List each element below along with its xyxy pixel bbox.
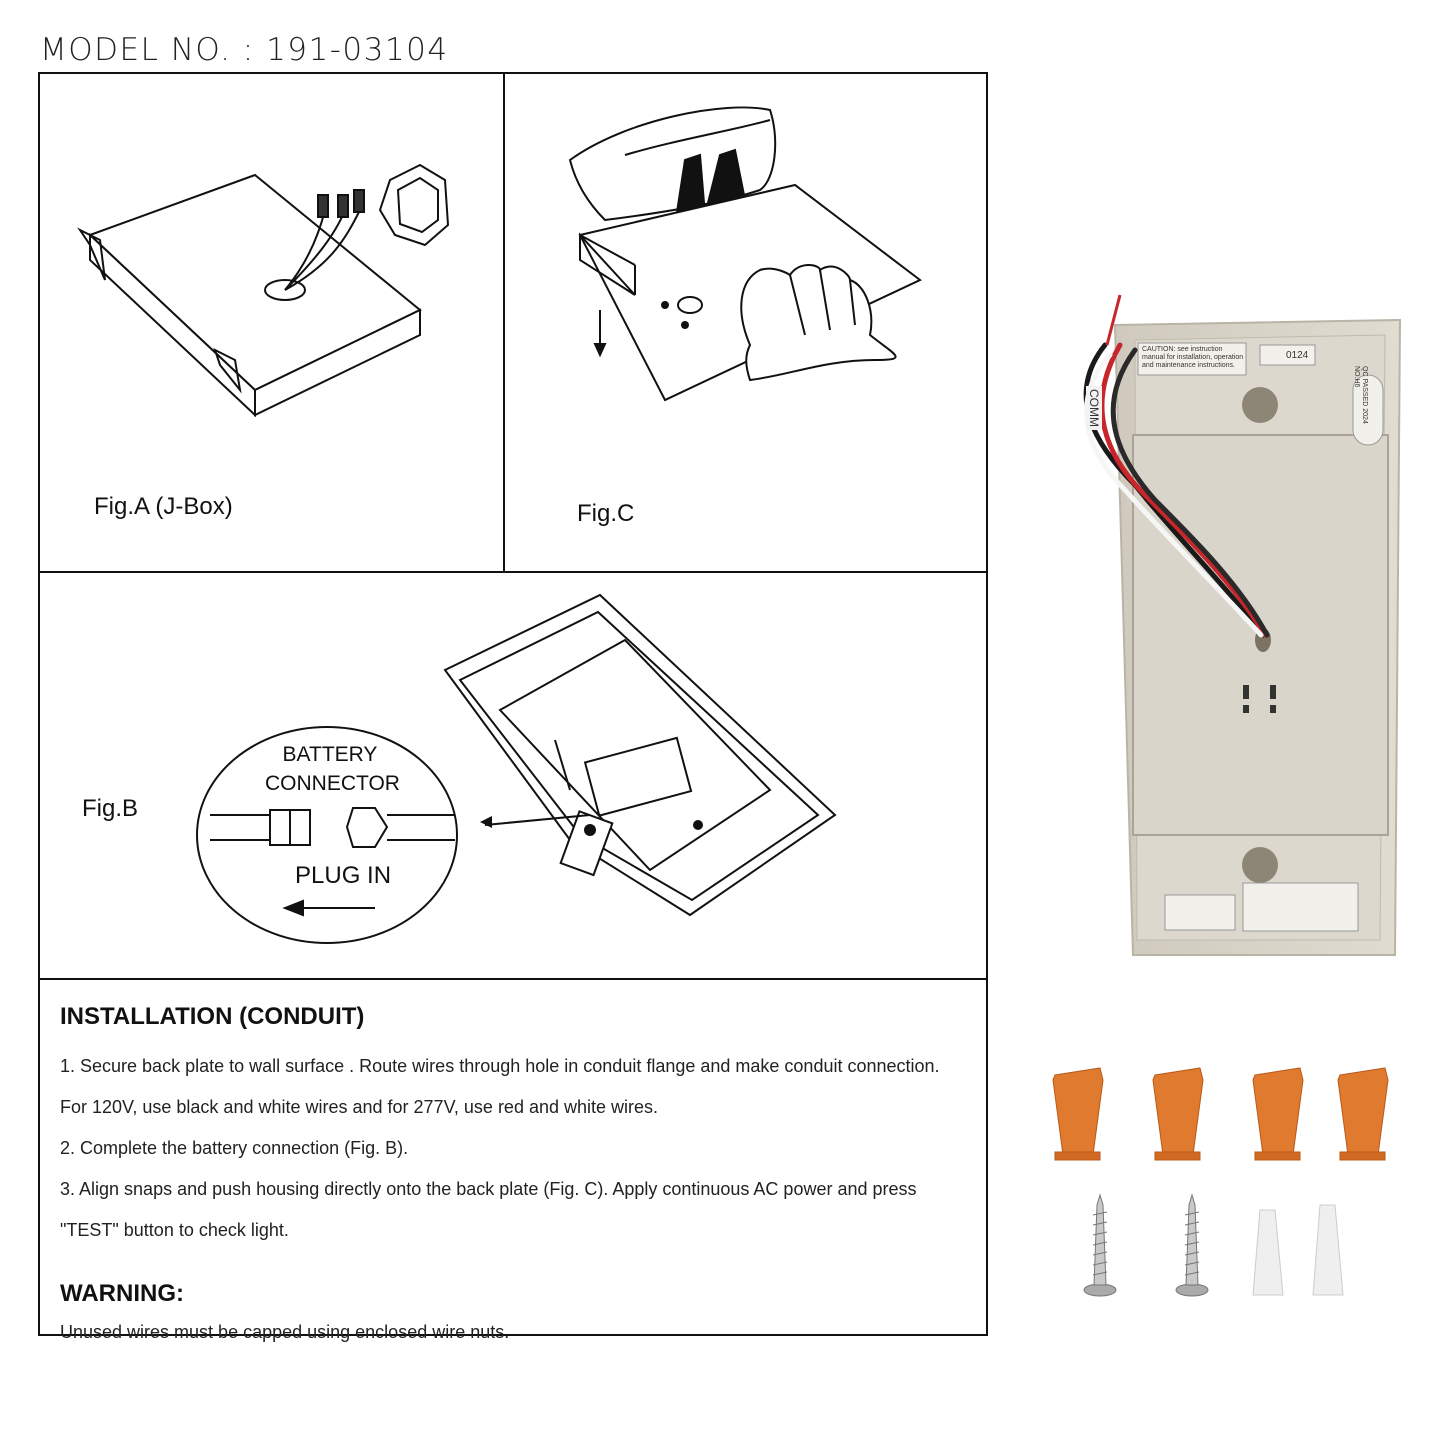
caution-label: CAUTION: see instruction manual for inst…	[1142, 346, 1244, 369]
qc-sticker: QC PASSED 2024 NO.H6	[1353, 366, 1368, 424]
fig-a-illustration	[77, 163, 450, 418]
model-number: MODEL NO. : 191-03104	[40, 32, 449, 68]
warning-text: Unused wires must be capped using enclos…	[60, 1322, 510, 1342]
product-housing-photo	[1083, 294, 1402, 956]
instruction-frame	[38, 72, 988, 1336]
battery-connector-text: BATTERY CONNECTOR	[265, 740, 400, 798]
installation-step-1: 1. Secure back plate to wall surface . R…	[60, 1056, 940, 1076]
battery-label: BATTERY	[282, 743, 378, 766]
battery-connector-callout	[196, 726, 458, 944]
wire-nuts-photo	[1052, 1067, 1389, 1161]
fig-c-label: Fig.C	[577, 500, 635, 527]
divider-middle	[38, 978, 988, 980]
installation-step-3b: "TEST" button to check light.	[60, 1220, 289, 1240]
connector-label: CONNECTOR	[265, 772, 400, 795]
fig-b-housing-illustration	[443, 593, 837, 917]
installation-heading: INSTALLATION (CONDUIT)	[60, 1003, 365, 1030]
screws-anchors-photo	[1083, 1193, 1344, 1297]
divider-vertical	[503, 72, 505, 572]
divider-top	[38, 571, 988, 573]
installation-step-3: 3. Align snaps and push housing directly…	[60, 1179, 917, 1199]
installation-step-1b: For 120V, use black and white wires and …	[60, 1097, 659, 1117]
installation-step-2: 2. Complete the battery connection (Fig.…	[60, 1138, 409, 1158]
screw-icon	[1083, 1193, 1117, 1297]
warning-heading: WARNING:	[60, 1280, 184, 1307]
fig-b-label: Fig.B	[82, 795, 139, 822]
fig-a-label: Fig.A (J-Box)	[94, 493, 233, 520]
plug-in-label: PLUG IN	[295, 862, 392, 889]
wire-nut-icon	[1052, 1067, 1104, 1161]
date-code-label: 0124	[1286, 350, 1309, 361]
fig-c-illustration	[568, 106, 922, 402]
comm-tag: COMM	[1086, 386, 1102, 430]
anchor-icon	[1252, 1209, 1284, 1296]
